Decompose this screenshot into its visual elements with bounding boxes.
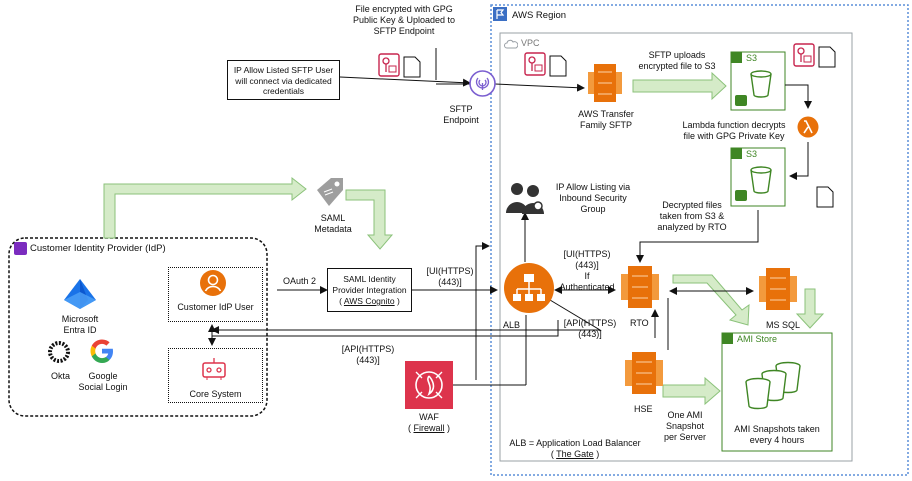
file-icon [403,56,421,78]
hse-server-icon [623,350,665,396]
file-icon [818,46,836,68]
aws-region-border [490,4,909,476]
lock-icon [735,95,747,106]
ami-store-icon [722,333,733,344]
oauth-label: OAuth 2 [283,276,317,286]
gpg-key-icon [378,53,400,77]
cloud-icon [504,37,519,49]
waf-icon [405,361,453,409]
ip-allow-note: IP Allow Listing via Inbound Security Gr… [555,182,631,214]
file-icon [549,55,567,77]
alb-label: ALB [503,320,521,330]
mssql-label: MS SQL [766,320,801,330]
core-system-label: Core System [189,389,242,399]
tag-icon [313,176,346,209]
user-icon [199,269,227,297]
entra-icon [62,278,98,310]
file-icon [816,186,834,208]
gpg-key-icon [793,43,815,67]
waf-label: WAF ( Firewall ) [407,412,450,433]
ami-store-label: AMI Store [737,334,778,344]
api-left-label: [API(HTTPS) (443)] [341,344,395,365]
robot-icon [201,357,227,381]
transfer-label: AWS Transfer Family SFTP [578,109,634,130]
saml-metadata-label: SAML Metadata [314,213,352,234]
s3-label: S3 [746,149,758,159]
sftp-uploads-note: SFTP uploads encrypted file to S3 [638,50,716,71]
sftp-user-box: IP Allow Listed SFTP User will connect v… [227,60,340,100]
hse-label: HSE [634,404,653,414]
lock-icon [735,190,747,201]
sftp-endpoint-label: SFTP Endpoint [443,104,479,125]
ui-auth-label: [UI(HTTPS) (443)] If Authenticated [559,249,615,292]
idp-title: Customer Identity Provider (IdP) [30,243,166,254]
idp-icon [14,242,27,255]
okta-label: Okta [51,371,71,381]
customer-user-box [168,267,263,322]
lambda-note: Lambda function decrypts file with GPG P… [682,120,786,141]
vpc-label: VPC [521,38,540,48]
gpg-key-icon [524,52,546,76]
alb-legend: ALB = Application Load Balancer ( The Ga… [509,438,641,459]
core-system-box [168,348,263,403]
saml-box: SAML Identity Provider Integration ( AWS… [327,268,412,312]
rto-server-icon [619,264,661,310]
google-icon [87,336,117,366]
vpc-border [499,32,853,462]
customer-user-label: Customer IdP User [177,302,254,312]
encrypted-note: File encrypted with GPG Public Key & Upl… [352,4,456,36]
s3-icon [731,52,742,63]
s3-icon [731,148,742,159]
sftp-endpoint-icon [469,70,496,97]
bucket-icon [749,166,773,194]
entra-label: Microsoft Entra ID [61,314,99,335]
ami-one-label: One AMI Snapshot per Server [663,410,707,442]
s3-label: S3 [746,53,758,63]
region-flag-icon [493,7,507,21]
region-label: AWS Region [512,10,567,21]
ui-https-label: [UI(HTTPS) (443)] [426,266,474,287]
idp-border [8,237,268,417]
decrypted-note: Decrypted files taken from S3 & analyzed… [657,200,727,232]
ami-snapshots-icon [740,360,818,412]
api-right-label: [API(HTTPS) (443)] [563,318,617,339]
mssql-server-icon [757,266,799,312]
google-label: Google Social Login [78,371,128,392]
users-icon [505,180,547,214]
aws-transfer-icon [586,62,624,104]
lambda-icon [797,116,819,138]
alb-icon [503,262,555,314]
okta-icon [44,337,74,367]
rto-label: RTO [630,318,649,328]
ami-snapshots-label: AMI Snapshots taken every 4 hours [734,424,820,445]
bucket-icon [749,70,773,98]
